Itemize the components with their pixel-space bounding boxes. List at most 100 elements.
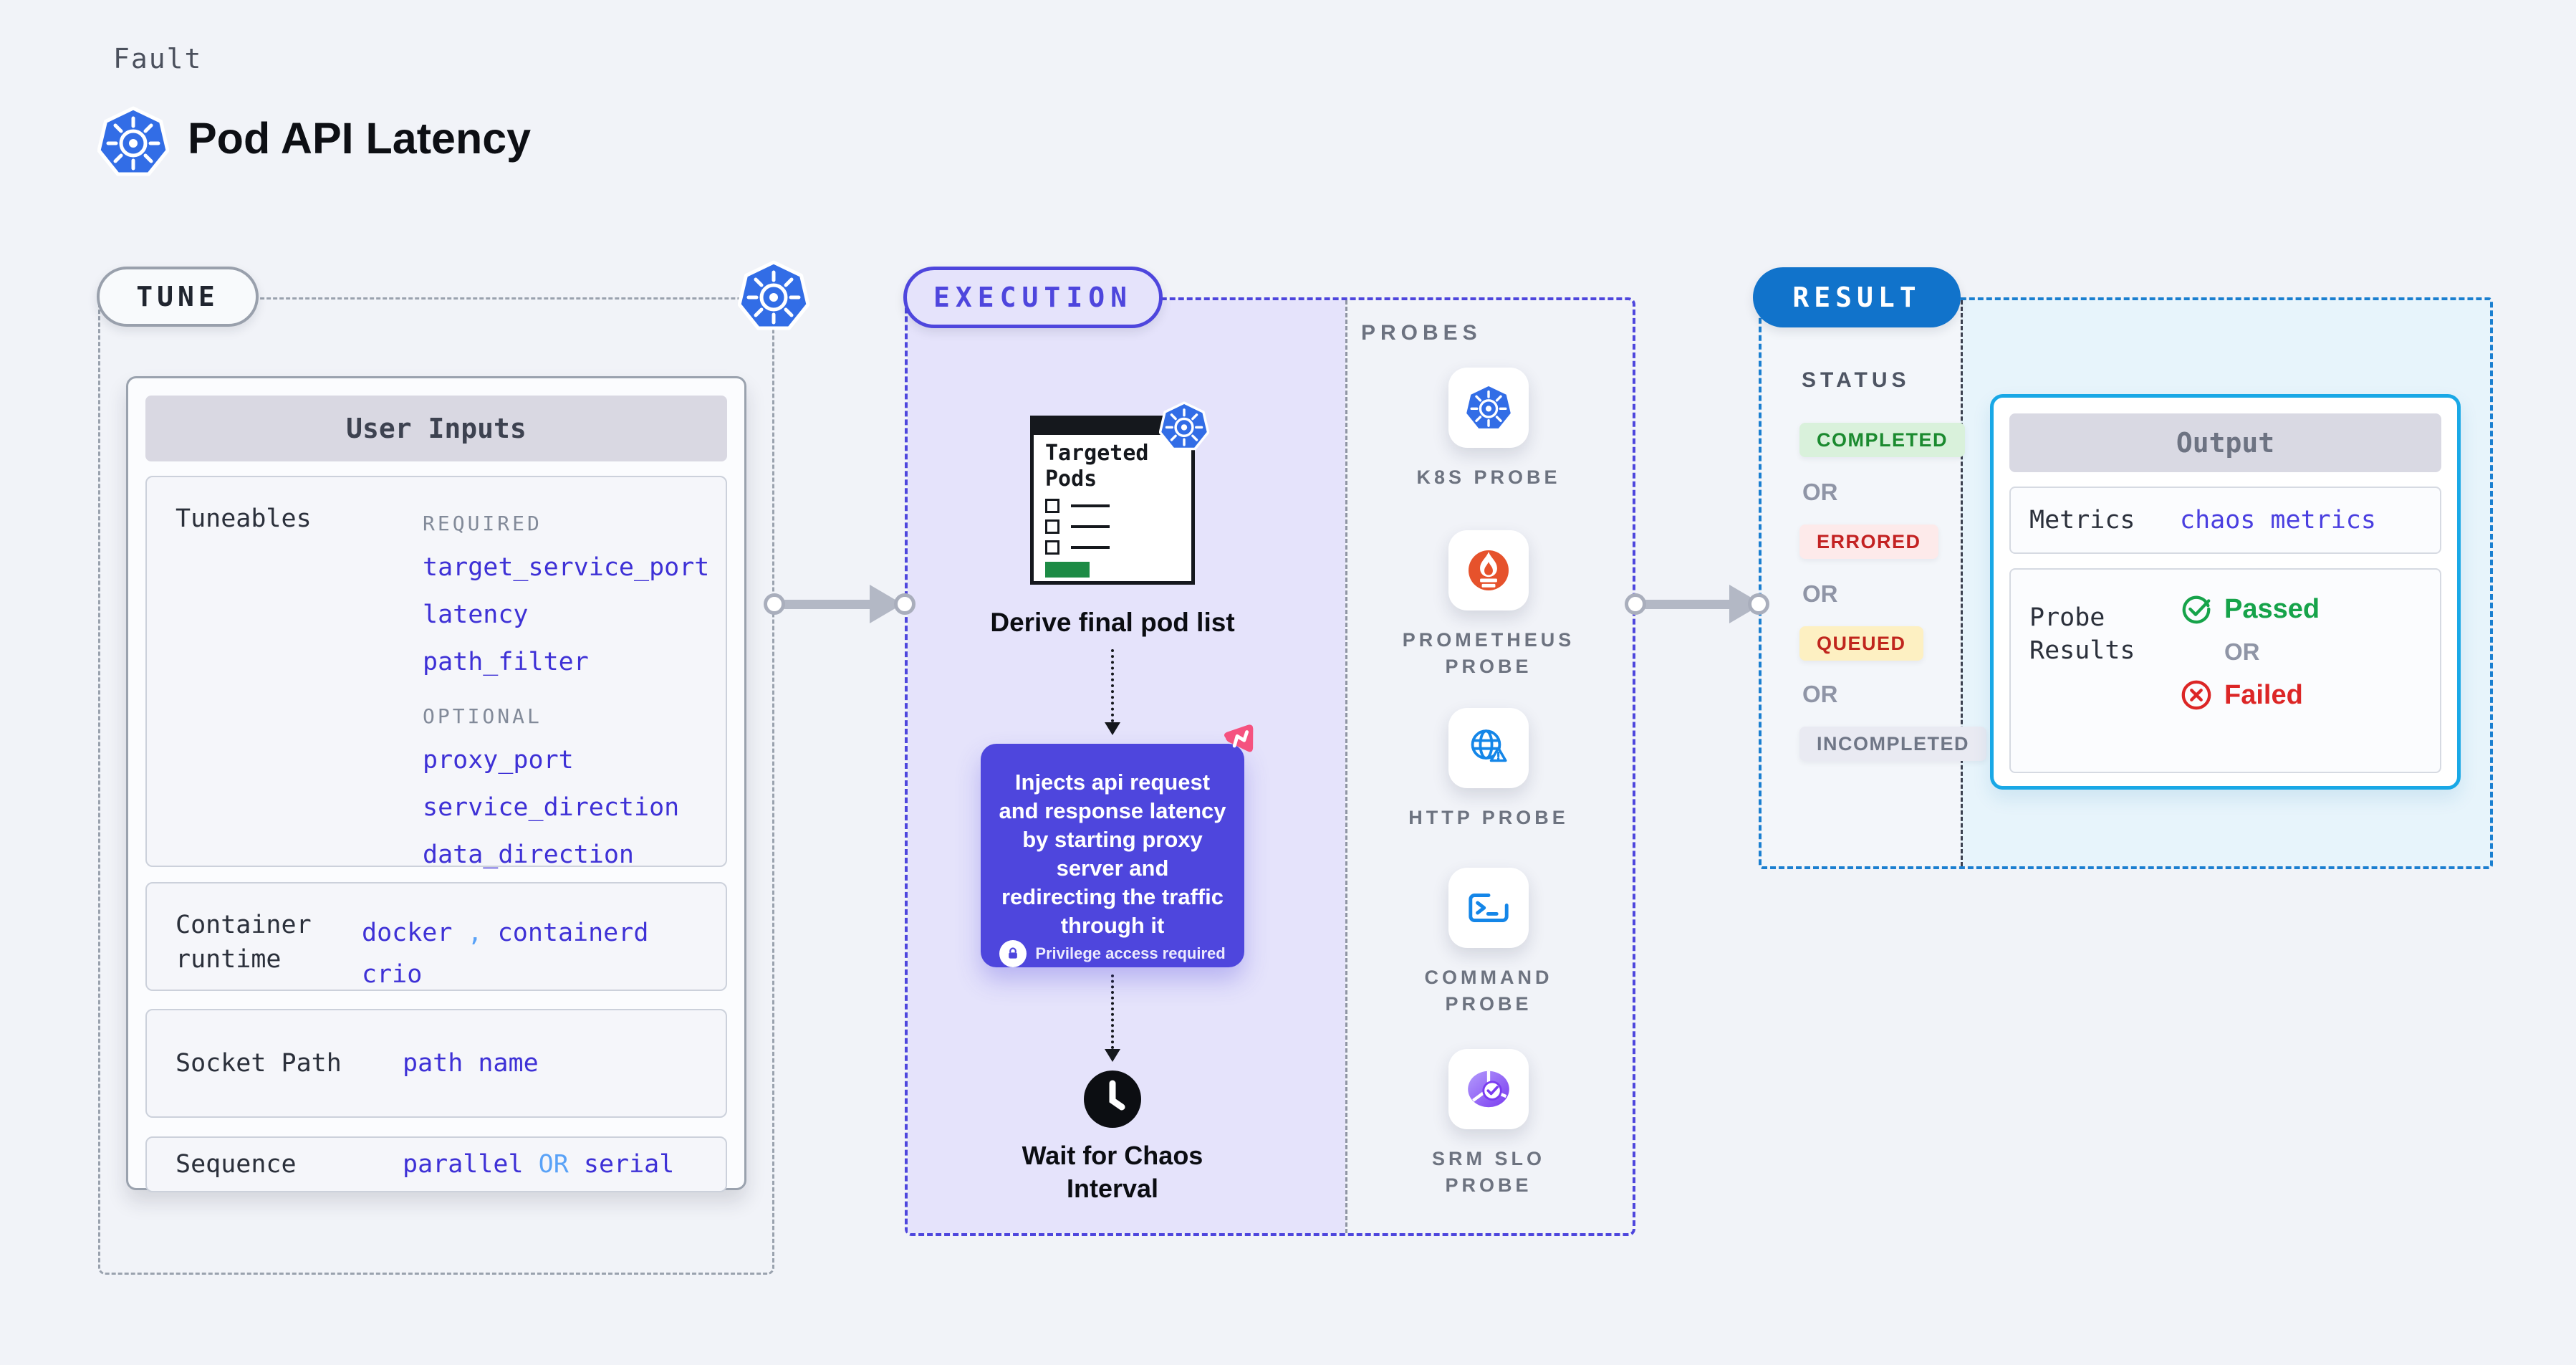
- connector-dot: [894, 593, 915, 615]
- container-runtime-row: Container runtime docker , containerd cr…: [145, 882, 727, 991]
- socket-path-label: Socket Path: [176, 1049, 342, 1078]
- tune-badge: TUNE: [97, 267, 259, 327]
- probe-card-http: [1448, 708, 1529, 788]
- chaos-litmus-icon: [1224, 724, 1254, 752]
- socket-path-row: Socket Path path name: [145, 1009, 727, 1118]
- output-card: Output Metrics chaos metrics Probe Resul…: [1990, 394, 2461, 790]
- x-circle-icon: [2181, 680, 2211, 710]
- tune-panel: [98, 297, 774, 1275]
- wait-for-chaos-label: Wait for Chaos Interval: [1022, 1141, 1203, 1203]
- or-separator: OR: [2224, 638, 2260, 665]
- execution-badge: EXECUTION: [903, 267, 1163, 328]
- passed-label: Passed: [2224, 593, 2320, 624]
- runtime-value: containerd: [497, 919, 649, 947]
- arrowhead-icon: [1105, 1049, 1120, 1062]
- pod-list-item: [1045, 519, 1191, 534]
- green-bar: [1045, 562, 1090, 578]
- checkbox-icon: [1045, 499, 1059, 513]
- or-separator: OR: [1802, 681, 1838, 707]
- failed-result: Failed: [2180, 679, 2440, 712]
- checkbox-icon: [1045, 519, 1059, 534]
- probe-results-row: Probe Results Passed OR Failed: [2009, 568, 2441, 773]
- runtime-separator: ,: [467, 919, 483, 947]
- privilege-note-row: Privilege access required: [996, 940, 1229, 967]
- status-badge-completed: COMPLETED: [1799, 423, 1966, 457]
- sequence-label: Sequence: [176, 1150, 297, 1179]
- probes-panel-label: PROBES: [1361, 321, 1482, 345]
- tuneables-row: Tuneables REQUIRED target_service_port l…: [145, 476, 727, 869]
- kubernetes-icon: [1464, 383, 1513, 432]
- check-circle-icon: [2182, 595, 2211, 624]
- required-heading: REQUIRED: [423, 512, 542, 535]
- probe-card-command: [1448, 868, 1529, 948]
- status-badge-queued: QUEUED: [1799, 626, 1923, 661]
- probes-divider: [1345, 300, 1347, 1233]
- terminal-icon: [1469, 894, 1509, 922]
- metrics-value: chaos metrics: [2180, 506, 2376, 535]
- tuneable-value: service_direction: [423, 793, 680, 822]
- passed-result: Passed: [2180, 593, 2440, 626]
- connector-dot: [1625, 593, 1646, 615]
- probe-label: K8S PROBE: [1416, 466, 1561, 488]
- or-separator: OR: [1802, 479, 1838, 505]
- inject-description: Injects api request and response latency…: [999, 770, 1226, 938]
- or-separator: OR: [1802, 580, 1838, 607]
- lock-icon: [999, 940, 1027, 967]
- runtime-value: docker: [362, 919, 453, 947]
- connector-dot: [1748, 593, 1769, 615]
- user-inputs-card: User Inputs Tuneables REQUIRED target_se…: [126, 376, 746, 1192]
- status-label: STATUS: [1802, 368, 1911, 392]
- targeted-pods-doc: Targeted Pods: [1030, 416, 1195, 585]
- page-title: Pod API Latency: [188, 114, 532, 163]
- failed-label: Failed: [2224, 679, 2303, 710]
- result-badge: RESULT: [1753, 267, 1961, 327]
- probe-card-k8s: [1448, 368, 1529, 448]
- kubernetes-logo-icon: [97, 106, 169, 178]
- targeted-pods-title: Targeted Pods: [1045, 441, 1149, 492]
- probe-label: SRM SLO PROBE: [1431, 1148, 1545, 1196]
- runtime-value: crio: [362, 960, 423, 989]
- sequence-values: parallel OR serial: [403, 1144, 726, 1185]
- arrowhead-icon: [1105, 722, 1120, 735]
- tuneable-value: proxy_port: [423, 746, 574, 775]
- status-badge-errored: ERRORED: [1799, 525, 1938, 559]
- kubernetes-icon: [1159, 401, 1209, 451]
- derive-pod-list-label: Derive final pod list: [990, 608, 1235, 637]
- clock-icon: [1084, 1071, 1141, 1128]
- probe-results-label: Probe Results: [2029, 603, 2135, 665]
- socket-path-value: path name: [403, 1049, 539, 1078]
- user-inputs-title: User Inputs: [145, 396, 727, 461]
- probe-label: HTTP PROBE: [1408, 807, 1569, 828]
- output-title: Output: [2009, 413, 2441, 472]
- dotted-connector: [1111, 974, 1114, 1049]
- sequence-value: parallel: [403, 1150, 524, 1179]
- container-runtime-values: docker , containerd: [362, 912, 726, 954]
- status-badge-incompleted: INCOMPLETED: [1799, 727, 1987, 761]
- sequence-value: serial: [583, 1150, 675, 1179]
- tuneable-value: latency: [423, 600, 529, 629]
- status-column-area: [1762, 300, 1961, 866]
- metrics-row: Metrics chaos metrics: [2009, 487, 2441, 554]
- connector-dot: [764, 593, 785, 615]
- prometheus-icon: [1469, 550, 1509, 590]
- metrics-label: Metrics: [2029, 506, 2135, 535]
- probe-label: COMMAND PROBE: [1424, 967, 1553, 1015]
- pod-list-item: [1045, 499, 1191, 513]
- list-line: [1071, 504, 1110, 507]
- arrow-tune-to-execution: [781, 600, 875, 609]
- globe-warning-icon: [1471, 729, 1507, 762]
- container-runtime-label: Container runtime: [176, 911, 312, 974]
- list-line: [1071, 525, 1110, 528]
- tuneables-label: Tuneables: [176, 504, 312, 533]
- probe-label: PROMETHEUS PROBE: [1402, 629, 1575, 677]
- inject-description-box: Injects api request and response latency…: [981, 744, 1244, 967]
- kubernetes-icon: [738, 260, 809, 332]
- dotted-connector: [1111, 649, 1114, 722]
- tuneable-value: target_service_port: [423, 553, 710, 582]
- sequence-or: OR: [538, 1150, 569, 1179]
- status-output-divider: [1961, 300, 1963, 866]
- sequence-row: Sequence parallel OR serial: [145, 1136, 727, 1192]
- doc-titlebar: [1034, 419, 1191, 435]
- tuneable-value: data_direction: [423, 840, 635, 869]
